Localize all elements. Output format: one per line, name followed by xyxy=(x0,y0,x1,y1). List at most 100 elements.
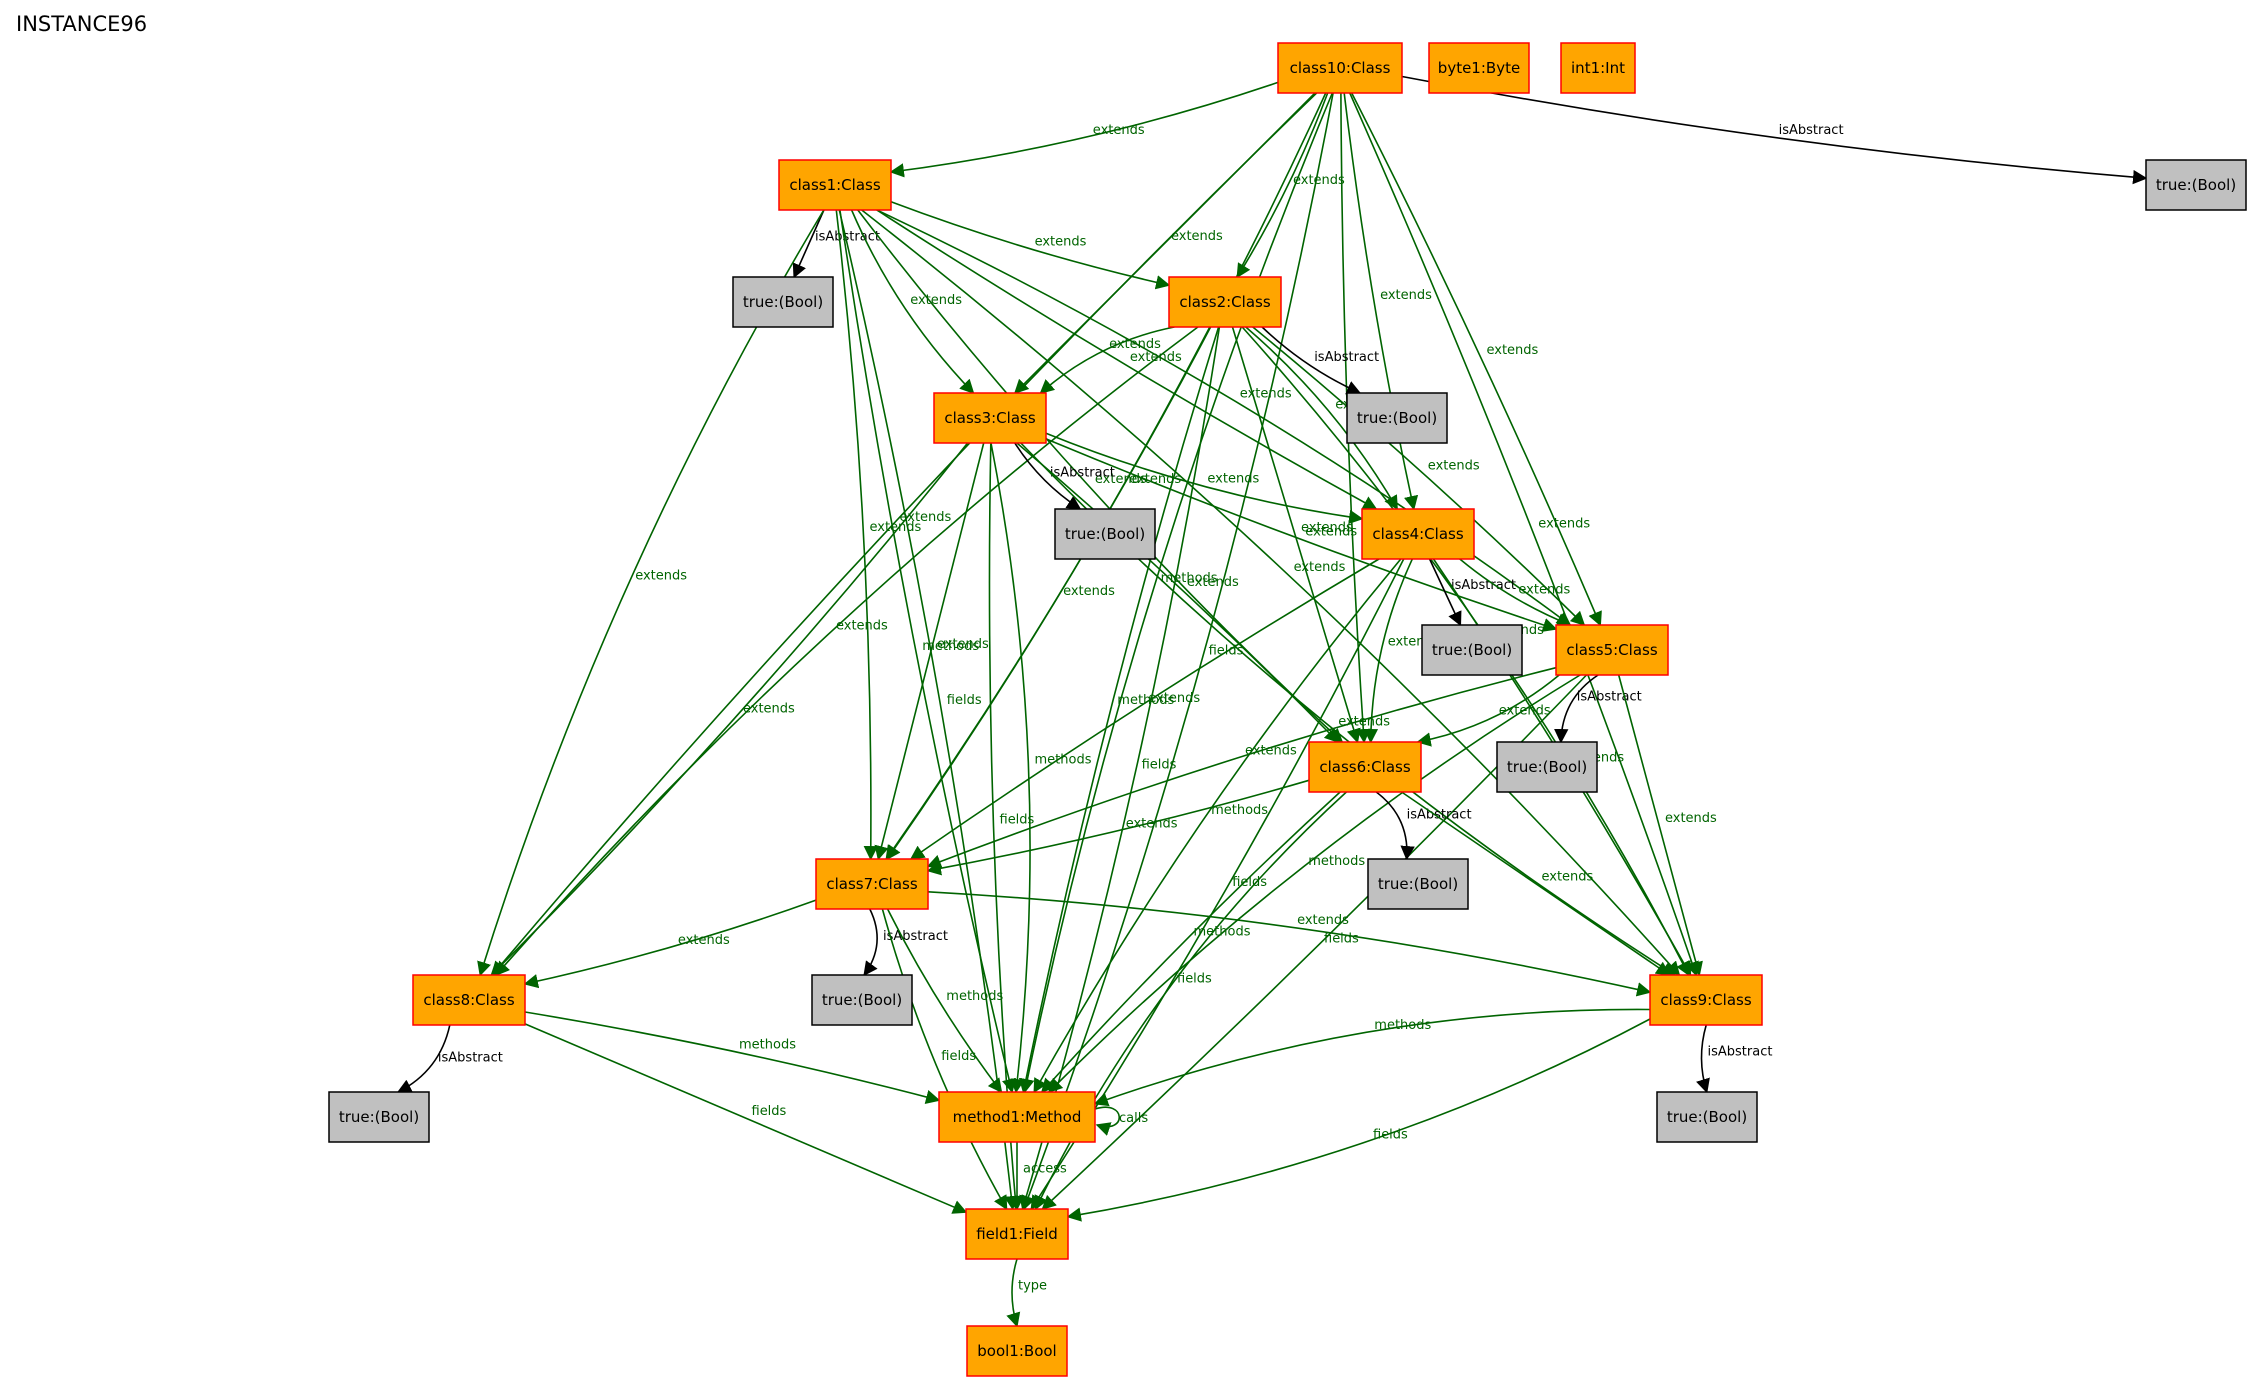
edge-line xyxy=(1018,326,1220,1094)
node-true5[interactable]: true:(Bool) xyxy=(1496,741,1598,793)
edge-class3-class4: extends xyxy=(1045,432,1364,525)
edge-label: methods xyxy=(946,989,1003,1004)
edge-label: extends xyxy=(678,933,730,948)
edge-label: methods xyxy=(1035,753,1092,768)
node-true3[interactable]: true:(Bool) xyxy=(1054,508,1156,560)
node-label: class8:Class xyxy=(423,991,514,1009)
edge-line xyxy=(1343,92,1419,511)
edge-line xyxy=(1416,674,1560,747)
node-label: true:(Bool) xyxy=(1065,525,1145,543)
node-label: true:(Bool) xyxy=(1507,758,1587,776)
node-field1[interactable]: field1:Field xyxy=(965,1208,1069,1260)
edge-line xyxy=(838,209,1019,1211)
edge-line xyxy=(1047,674,1581,1094)
edge-label: extends xyxy=(1294,560,1346,575)
edge-label: fields xyxy=(941,1049,976,1064)
edge-label: methods xyxy=(1308,854,1365,869)
node-box xyxy=(1367,858,1469,910)
edge-class7-class8: extends xyxy=(523,899,817,989)
node-class2[interactable]: class2:Class xyxy=(1168,276,1282,328)
edge-class7-field1: fields xyxy=(881,908,1008,1211)
node-box xyxy=(1346,392,1448,444)
edge-class10-class9: extends xyxy=(1349,92,1699,977)
edge-line xyxy=(524,1023,968,1214)
edge-class2-class5: extends xyxy=(1252,326,1586,627)
node-box xyxy=(966,1325,1068,1377)
edge-label: fields xyxy=(1142,757,1177,772)
node-class7[interactable]: class7:Class xyxy=(815,858,929,910)
node-class5[interactable]: class5:Class xyxy=(1555,624,1669,676)
node-method1[interactable]: method1:Method xyxy=(938,1091,1096,1143)
edge-class6-method1: methods xyxy=(1040,791,1341,1094)
node-label: true:(Bool) xyxy=(1357,409,1437,427)
node-class8[interactable]: class8:Class xyxy=(412,974,526,1026)
edge-label: extends xyxy=(937,637,989,652)
edge-label: methods xyxy=(922,639,979,654)
node-true7[interactable]: true:(Bool) xyxy=(811,974,913,1026)
node-true2[interactable]: true:(Bool) xyxy=(1346,392,1448,444)
node-byte1[interactable]: byte1:Byte xyxy=(1428,42,1530,94)
node-true10[interactable]: true:(Bool) xyxy=(2145,159,2247,211)
edge-line xyxy=(881,908,1008,1211)
node-true1[interactable]: true:(Bool) xyxy=(732,276,834,328)
edge-class6-class9: extends xyxy=(1401,791,1671,976)
node-class10[interactable]: class10:Class xyxy=(1277,42,1403,94)
edge-label: type xyxy=(1018,1279,1047,1294)
edge-label: extends xyxy=(1148,691,1200,706)
edge-line xyxy=(792,209,825,279)
node-class4[interactable]: class4:Class xyxy=(1361,508,1475,560)
node-bool1[interactable]: bool1:Bool xyxy=(966,1325,1068,1377)
node-true9[interactable]: true:(Bool) xyxy=(1656,1091,1758,1143)
node-label: class3:Class xyxy=(944,409,1035,427)
node-true8[interactable]: true:(Bool) xyxy=(328,1091,430,1143)
node-class9[interactable]: class9:Class xyxy=(1649,974,1763,1026)
edge-line xyxy=(926,779,1310,876)
node-label: true:(Bool) xyxy=(743,293,823,311)
edge-line xyxy=(835,209,879,861)
node-label: class10:Class xyxy=(1290,59,1391,77)
node-box xyxy=(1054,508,1156,560)
node-class3[interactable]: class3:Class xyxy=(933,392,1047,444)
node-true4[interactable]: true:(Bool) xyxy=(1421,624,1523,676)
edge-label: isAbstract xyxy=(815,230,880,245)
edge-class7-class9: extends xyxy=(927,891,1652,997)
edge-class2-method1: methods xyxy=(1018,326,1220,1094)
edge-method1-field1: access xyxy=(1009,1141,1067,1211)
edge-label: extends xyxy=(1301,521,1353,536)
edge-label: isAbstract xyxy=(438,1051,503,1066)
edge-line xyxy=(1020,92,1334,1094)
node-box xyxy=(965,1208,1069,1260)
edge-line xyxy=(926,666,1557,869)
edge-class6-field1: fields xyxy=(1034,791,1347,1211)
diagram-title: INSTANCE96 xyxy=(16,12,147,36)
edge-line xyxy=(990,442,1031,1094)
edge-label: extends xyxy=(1428,458,1480,473)
edge-label: extends xyxy=(1305,525,1357,540)
node-class1[interactable]: class1:Class xyxy=(778,159,892,211)
edge-class10-class4: extends xyxy=(1343,92,1432,511)
edge-class1-class4: extends xyxy=(876,209,1378,510)
edge-label: extends xyxy=(1095,472,1147,487)
node-box xyxy=(1555,624,1669,676)
edge-label: fields xyxy=(1373,1128,1408,1143)
node-true6[interactable]: true:(Bool) xyxy=(1367,858,1469,910)
edge-class4-method1: methods xyxy=(1033,558,1402,1094)
edge-label: isAbstract xyxy=(1407,807,1472,822)
edge-label: extends xyxy=(836,619,888,634)
node-class6[interactable]: class6:Class xyxy=(1308,741,1422,793)
node-label: class2:Class xyxy=(1179,293,1270,311)
node-label: int1:Int xyxy=(1571,59,1625,77)
edge-class6-true6: isAbstract xyxy=(1375,791,1472,861)
edge-label: fields xyxy=(752,1104,787,1119)
edge-label: extends xyxy=(1207,472,1259,487)
edge-field1-bool1: type xyxy=(1006,1258,1047,1328)
node-box xyxy=(1277,42,1403,94)
edge-class2-field1: fields xyxy=(1019,326,1221,1211)
node-box xyxy=(732,276,834,328)
edge-line xyxy=(876,209,1572,626)
node-box xyxy=(1656,1091,1758,1143)
edge-label: extends xyxy=(1499,704,1551,719)
edge-label: isAbstract xyxy=(1779,123,1844,138)
edge-line xyxy=(523,899,817,989)
node-int1[interactable]: int1:Int xyxy=(1560,42,1636,94)
